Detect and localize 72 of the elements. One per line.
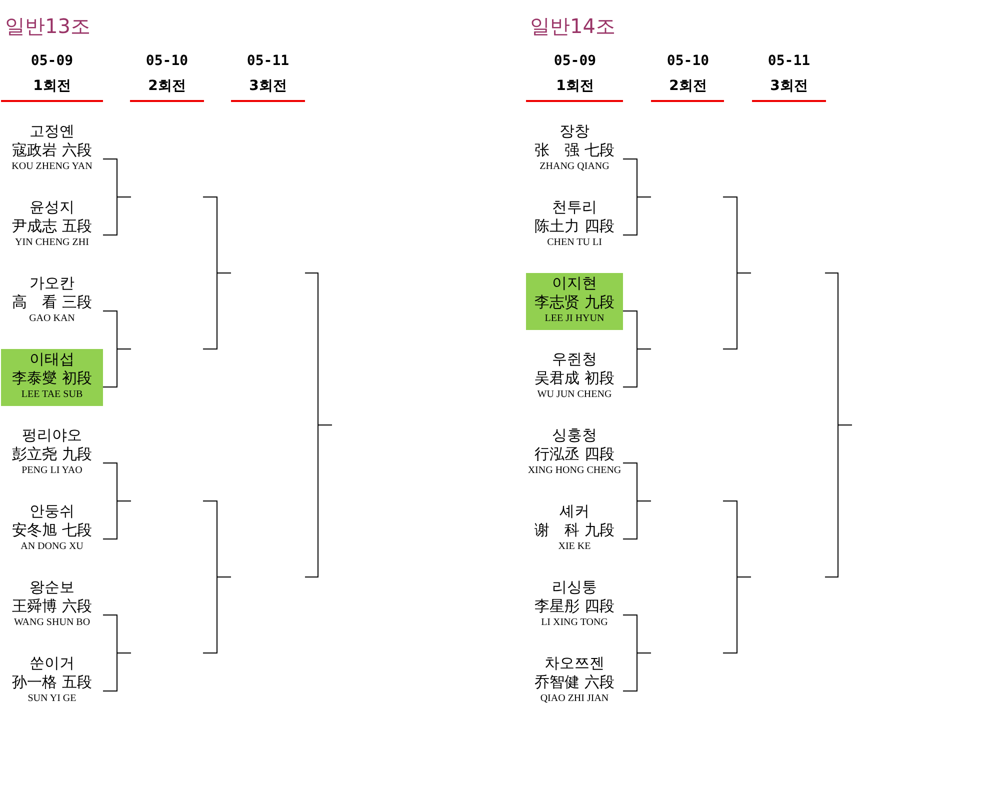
- chinese-name: 乔智健 六段: [534, 673, 614, 692]
- korean-name: 리싱퉁: [552, 578, 597, 597]
- bracket-line: [102, 310, 132, 388]
- chinese-name: 高 看 三段: [12, 293, 92, 312]
- chinese-name: 寇政岩 六段: [12, 141, 92, 160]
- korean-name: 왕순보: [30, 578, 74, 597]
- date-label: 05-11: [768, 53, 810, 69]
- korean-name: 이지현: [552, 274, 597, 293]
- korean-name: 가오칸: [30, 274, 74, 293]
- bracket-line: [622, 462, 652, 540]
- bracket-line: [102, 158, 132, 236]
- round-label: 1회전: [556, 77, 594, 95]
- chinese-name: 李星彤 四段: [534, 597, 614, 616]
- date-label: 05-11: [246, 53, 290, 69]
- romanized-name: PENG LI YAO: [22, 464, 82, 478]
- romanized-name: SUN YI GE: [28, 692, 76, 706]
- korean-name: 장창: [560, 122, 590, 141]
- romanized-name: CHEN TU LI: [547, 236, 602, 250]
- date-label: 05-09: [554, 53, 596, 69]
- bracket-line: [102, 614, 132, 692]
- chinese-name: 陈土力 四段: [534, 217, 614, 236]
- round-label: 3회전: [249, 77, 287, 95]
- korean-name: 안둥쉬: [30, 502, 74, 521]
- romanized-name: AN DONG XU: [20, 540, 84, 554]
- chinese-name: 孙一格 五段: [12, 673, 92, 692]
- group-title: 일반13조: [5, 13, 90, 40]
- chinese-name: 尹成志 五段: [12, 217, 92, 236]
- chinese-name: 李志贤 九段: [534, 293, 614, 312]
- romanized-name: YIN CHENG ZHI: [15, 236, 89, 250]
- romanized-name: LEE JI HYUN: [544, 312, 604, 326]
- korean-name: 천투리: [552, 198, 597, 217]
- romanized-name: LI XING TONG: [541, 616, 608, 630]
- chinese-name: 王舜博 六段: [12, 597, 92, 616]
- bracket-line: [102, 462, 132, 540]
- chinese-name: 张 强 七段: [534, 141, 614, 160]
- round-label: 3회전: [770, 77, 808, 95]
- romanized-name: ZHANG QIANG: [540, 160, 610, 174]
- bracket-line: [622, 158, 652, 236]
- date-label: 05-10: [146, 53, 188, 69]
- highlighted-entry: [1, 349, 103, 406]
- date-label: 05-10: [666, 53, 710, 69]
- romanized-name: XING HONG CHENG: [528, 464, 622, 478]
- romanized-name: XIE KE: [558, 540, 591, 554]
- chinese-name: 吴君成 初段: [534, 369, 614, 388]
- chinese-name: 安冬旭 七段: [12, 521, 92, 540]
- korean-name: 셰커: [560, 502, 590, 521]
- group-title: 일반14조: [530, 13, 616, 40]
- korean-name: 쑨이거: [30, 654, 74, 673]
- korean-name: 고정옌: [30, 122, 74, 141]
- round-label: 2회전: [669, 77, 707, 95]
- korean-name: 우쥔청: [552, 350, 597, 369]
- chinese-name: 彭立尧 九段: [12, 445, 92, 464]
- korean-name: 윤성지: [30, 198, 74, 217]
- korean-name: 펑리야오: [22, 426, 82, 445]
- highlighted-entry: [526, 273, 623, 330]
- round-label: 2회전: [148, 77, 186, 95]
- round-label: 1회전: [33, 77, 71, 95]
- chinese-name: 李泰燮 初段: [12, 369, 92, 388]
- korean-name: 싱훙청: [552, 426, 597, 445]
- romanized-name: WU JUN CHENG: [537, 388, 612, 402]
- korean-name: 차오쯔젠: [544, 654, 604, 673]
- chinese-name: 谢 科 九段: [534, 521, 614, 540]
- bracket-line: [622, 614, 652, 692]
- romanized-name: GAO KAN: [29, 312, 75, 326]
- romanized-name: LEE TAE SUB: [21, 388, 83, 402]
- romanized-name: KOU ZHENG YAN: [12, 160, 92, 174]
- date-label: 05-09: [30, 53, 74, 69]
- bracket-line: [622, 310, 652, 388]
- chinese-name: 行泓丞 四段: [534, 445, 614, 464]
- korean-name: 이태섭: [30, 350, 74, 369]
- romanized-name: QIAO ZHI JIAN: [540, 692, 609, 706]
- romanized-name: WANG SHUN BO: [14, 616, 90, 630]
